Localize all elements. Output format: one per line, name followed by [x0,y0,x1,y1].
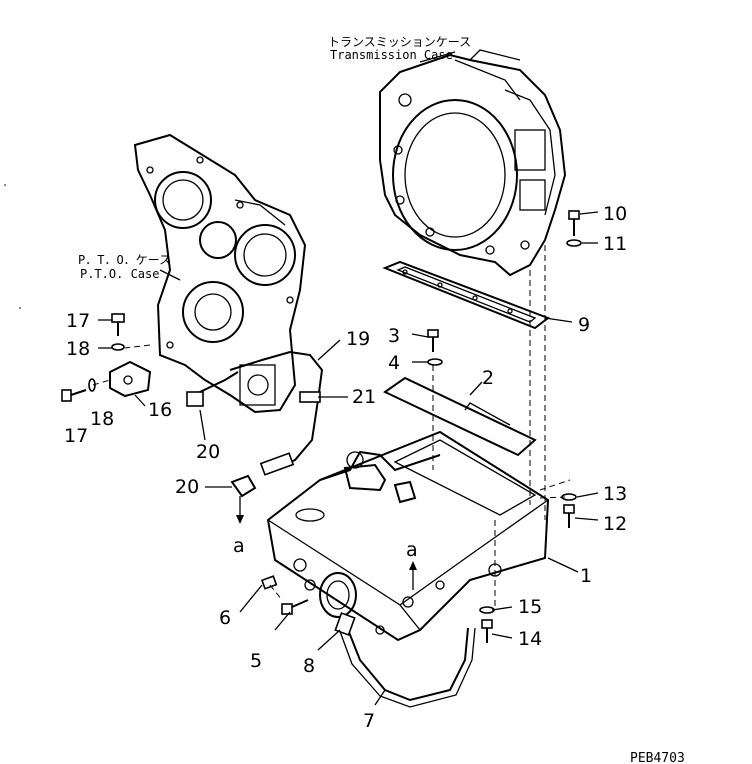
callout-20-lower: 20 [175,476,199,498]
pto-caption-jp: P．T．O．ケース [78,253,171,267]
callout-11: 11 [603,233,627,255]
callout-1: 1 [580,565,592,587]
callout-21: 21 [352,386,376,408]
callout-9: 9 [578,314,590,336]
callout-10: 10 [603,203,627,225]
transmission-caption-en: Transmission Case [330,48,453,62]
callout-4: 4 [388,352,400,374]
pipe-assembly [186,350,324,498]
callout-2: 2 [482,367,494,389]
callout-5: 5 [250,650,262,672]
callout-6: 6 [219,607,231,629]
callout-7: 7 [363,710,375,732]
callout-8: 8 [303,655,315,677]
callout-13: 13 [603,483,627,505]
gasket [382,260,551,330]
pto-case [133,133,307,414]
transmission-caption-jp: トランスミッションケース [328,35,471,49]
callout-17-upper: 17 [66,310,90,332]
callout-12: 12 [603,513,627,535]
callout-15: 15 [518,596,542,618]
callout-20-upper: 20 [196,441,220,463]
transmission-case [379,49,567,277]
main-case [266,430,550,642]
alignment-lines [92,245,571,610]
hose [334,612,476,708]
drawing-code: PEB4703 [630,751,685,764]
view-mark-a-right: a [406,539,418,561]
callout-18-upper: 18 [66,338,90,360]
callout-19: 19 [346,328,370,350]
view-mark-a-left: a [233,535,245,557]
callout-labels: 1 2 3 4 5 6 7 8 9 10 11 12 13 14 15 16 1… [64,203,627,732]
callout-18-lower: 18 [90,408,114,430]
cover [383,376,537,457]
callout-16: 16 [148,399,172,421]
pto-caption-en: P.T.O. Case [80,267,159,281]
callout-17-lower: 17 [64,425,88,447]
callout-14: 14 [518,628,542,650]
leader-lines [98,211,599,706]
callout-3: 3 [388,325,400,347]
hardware [61,210,582,643]
view-arrows [236,496,417,590]
